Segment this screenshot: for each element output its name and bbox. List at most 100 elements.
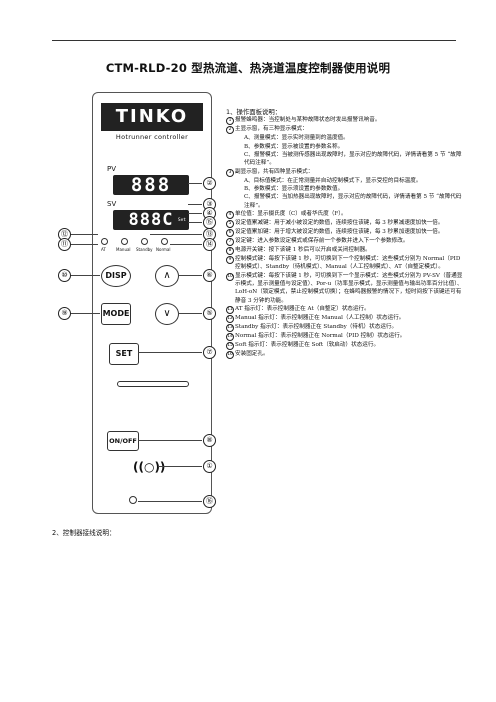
item-text: 报警蜂鸣器：当控制处与某种故障状态时发出报警讯响音。 xyxy=(235,117,381,124)
item-text: 控制模式键：每按下该键 1 秒，可切换到下一个控制模式：这些模式分别为 Norm… xyxy=(235,256,461,271)
up-button[interactable]: ∧ xyxy=(155,265,179,287)
item-number-icon: 16 xyxy=(226,351,234,360)
leader-line xyxy=(188,222,202,223)
list-item: A、测量模式：显示实时测量到的温度值。 xyxy=(226,134,464,142)
page-title: CTM-RLD-20 型热流道、热浇道温度控制器使用说明 xyxy=(105,61,391,75)
item-number-icon: 7 xyxy=(226,237,235,247)
section2-heading: 2、控制器接线说明： xyxy=(52,529,116,537)
sv-set-tag: Set xyxy=(177,218,186,223)
leader-line xyxy=(188,213,202,214)
item-text: 电源开关键：按下该键 1 秒后可以开启或关闭控制器。 xyxy=(235,247,371,254)
leader-line xyxy=(188,204,202,205)
list-item: B、参数模式：显示须设置的参数数值。 xyxy=(226,185,464,193)
item-text: 主显示窗，有三种显示模式： xyxy=(235,126,308,133)
item-number-icon: 8 xyxy=(226,246,235,256)
callout-8: ⑧ xyxy=(203,434,216,447)
pv-display: 888 xyxy=(113,175,189,195)
item-text: A、目标值模式：在正常测量并自动控制模式下，显示受控的目标温度。 xyxy=(244,177,422,184)
item-number-icon: 15 xyxy=(226,342,234,351)
power-button[interactable]: ON/OFF xyxy=(107,431,139,451)
indicator-label: AT xyxy=(101,247,106,252)
leader-line xyxy=(70,244,98,245)
item-number-icon: 9 xyxy=(226,255,235,272)
item-text: Soft 指示灯：表示控制器正在 Soft（软启动）状态运行。 xyxy=(235,342,380,349)
callout-5: ⑤ xyxy=(203,307,216,320)
callout-16: ⑯ xyxy=(203,495,216,508)
list-item: B、参数模式：显示被设置的参数名称。 xyxy=(226,143,464,151)
item-number-icon: 5 xyxy=(226,219,235,229)
item-number-icon: 2 xyxy=(226,125,235,135)
callout-1: ① xyxy=(203,460,216,473)
list-item: A、目标值模式：在正常测量并自动控制模式下，显示受控的目标温度。 xyxy=(226,177,464,185)
indicator-label: Normal xyxy=(156,247,171,252)
pv-label: PV xyxy=(107,165,117,173)
section-heading: 1、操作面板说明： xyxy=(226,108,282,116)
indicator-label: Standby xyxy=(136,247,153,252)
list-item: C、报警模式：当加热器出现故障时，显示对应的故障代码，详情请看第 5 节 “故障… xyxy=(226,193,464,210)
item-text: A、测量模式：显示实时测量到的温度值。 xyxy=(244,135,349,142)
item-text: 单位值：显示摄氏度（C）或者华氏度（F）。 xyxy=(235,211,347,218)
item-text: 设定值累减键：用于减小被设定的数值，连续按住该键，每 3 秒累减速度加快一倍。 xyxy=(235,220,444,227)
brand-logo: TINKO xyxy=(101,103,203,131)
leader-line xyxy=(188,183,202,184)
leader-line xyxy=(138,352,202,353)
callout-9: ⑨ xyxy=(58,307,71,320)
mount-hole-icon xyxy=(129,496,137,504)
disp-button[interactable]: DISP xyxy=(101,265,131,287)
item-number-icon: 11 xyxy=(226,306,234,315)
leader-line xyxy=(170,244,202,245)
item-number-icon: 1 xyxy=(226,116,235,126)
item-number-icon: 13 xyxy=(226,324,234,333)
leader-line xyxy=(178,275,202,276)
controller-panel: TINKO Hotrunner controller PV 888 SV 888… xyxy=(92,92,212,514)
item-number-icon: 10 xyxy=(226,272,234,281)
standby-indicator-icon xyxy=(141,238,148,245)
sv-display: 888C Set xyxy=(113,210,189,230)
callout-10: ⑩ xyxy=(58,269,71,282)
leader-line xyxy=(138,440,202,441)
set-button[interactable]: SET xyxy=(109,343,139,365)
callout-7: ⑦ xyxy=(203,346,216,359)
sv-digits: 888C xyxy=(128,210,174,230)
manual-indicator-icon xyxy=(121,238,128,245)
callout-11: ⑪ xyxy=(58,238,71,251)
header-rule xyxy=(52,40,456,41)
down-button[interactable]: ∨ xyxy=(155,303,179,325)
callout-14: ⑭ xyxy=(203,238,216,251)
leader-line xyxy=(158,466,202,467)
item-text: B、参数模式：显示须设置的参数数值。 xyxy=(244,186,344,193)
item-text: C、报警模式：当加热器出现故障时，显示对应的故障代码，详情请看第 5 节 “故障… xyxy=(244,194,462,209)
callout-6: ⑥ xyxy=(203,269,216,282)
item-text: Normal 指示灯：表示控制器正在 Normal（PID 控制）状态运行。 xyxy=(235,333,406,340)
item-number-icon: 4 xyxy=(226,210,235,220)
leader-line xyxy=(138,501,202,502)
buzzer-icon: ((○)) xyxy=(133,460,166,474)
sv-label: SV xyxy=(107,200,117,208)
leader-line xyxy=(70,275,100,276)
indicator-label: Manual xyxy=(116,247,131,252)
item-text: 设定键：进入参数设定模式或保存前一个参数并进入下一个参数修改。 xyxy=(235,238,409,245)
item-text: Manual 指示灯：表示控制器正在 Manual（人工控制）状态运行。 xyxy=(235,315,405,322)
leader-line xyxy=(70,313,100,314)
mode-button[interactable]: MODE xyxy=(101,303,131,325)
item-text: 显示模式键：每按下该键 1 秒，可切换到下一个显示模式：这些模式分别为 PV-S… xyxy=(235,272,463,304)
item-text: 安装固定孔。 xyxy=(235,351,269,358)
normal-indicator-icon xyxy=(161,238,168,245)
leader-line xyxy=(70,234,98,235)
